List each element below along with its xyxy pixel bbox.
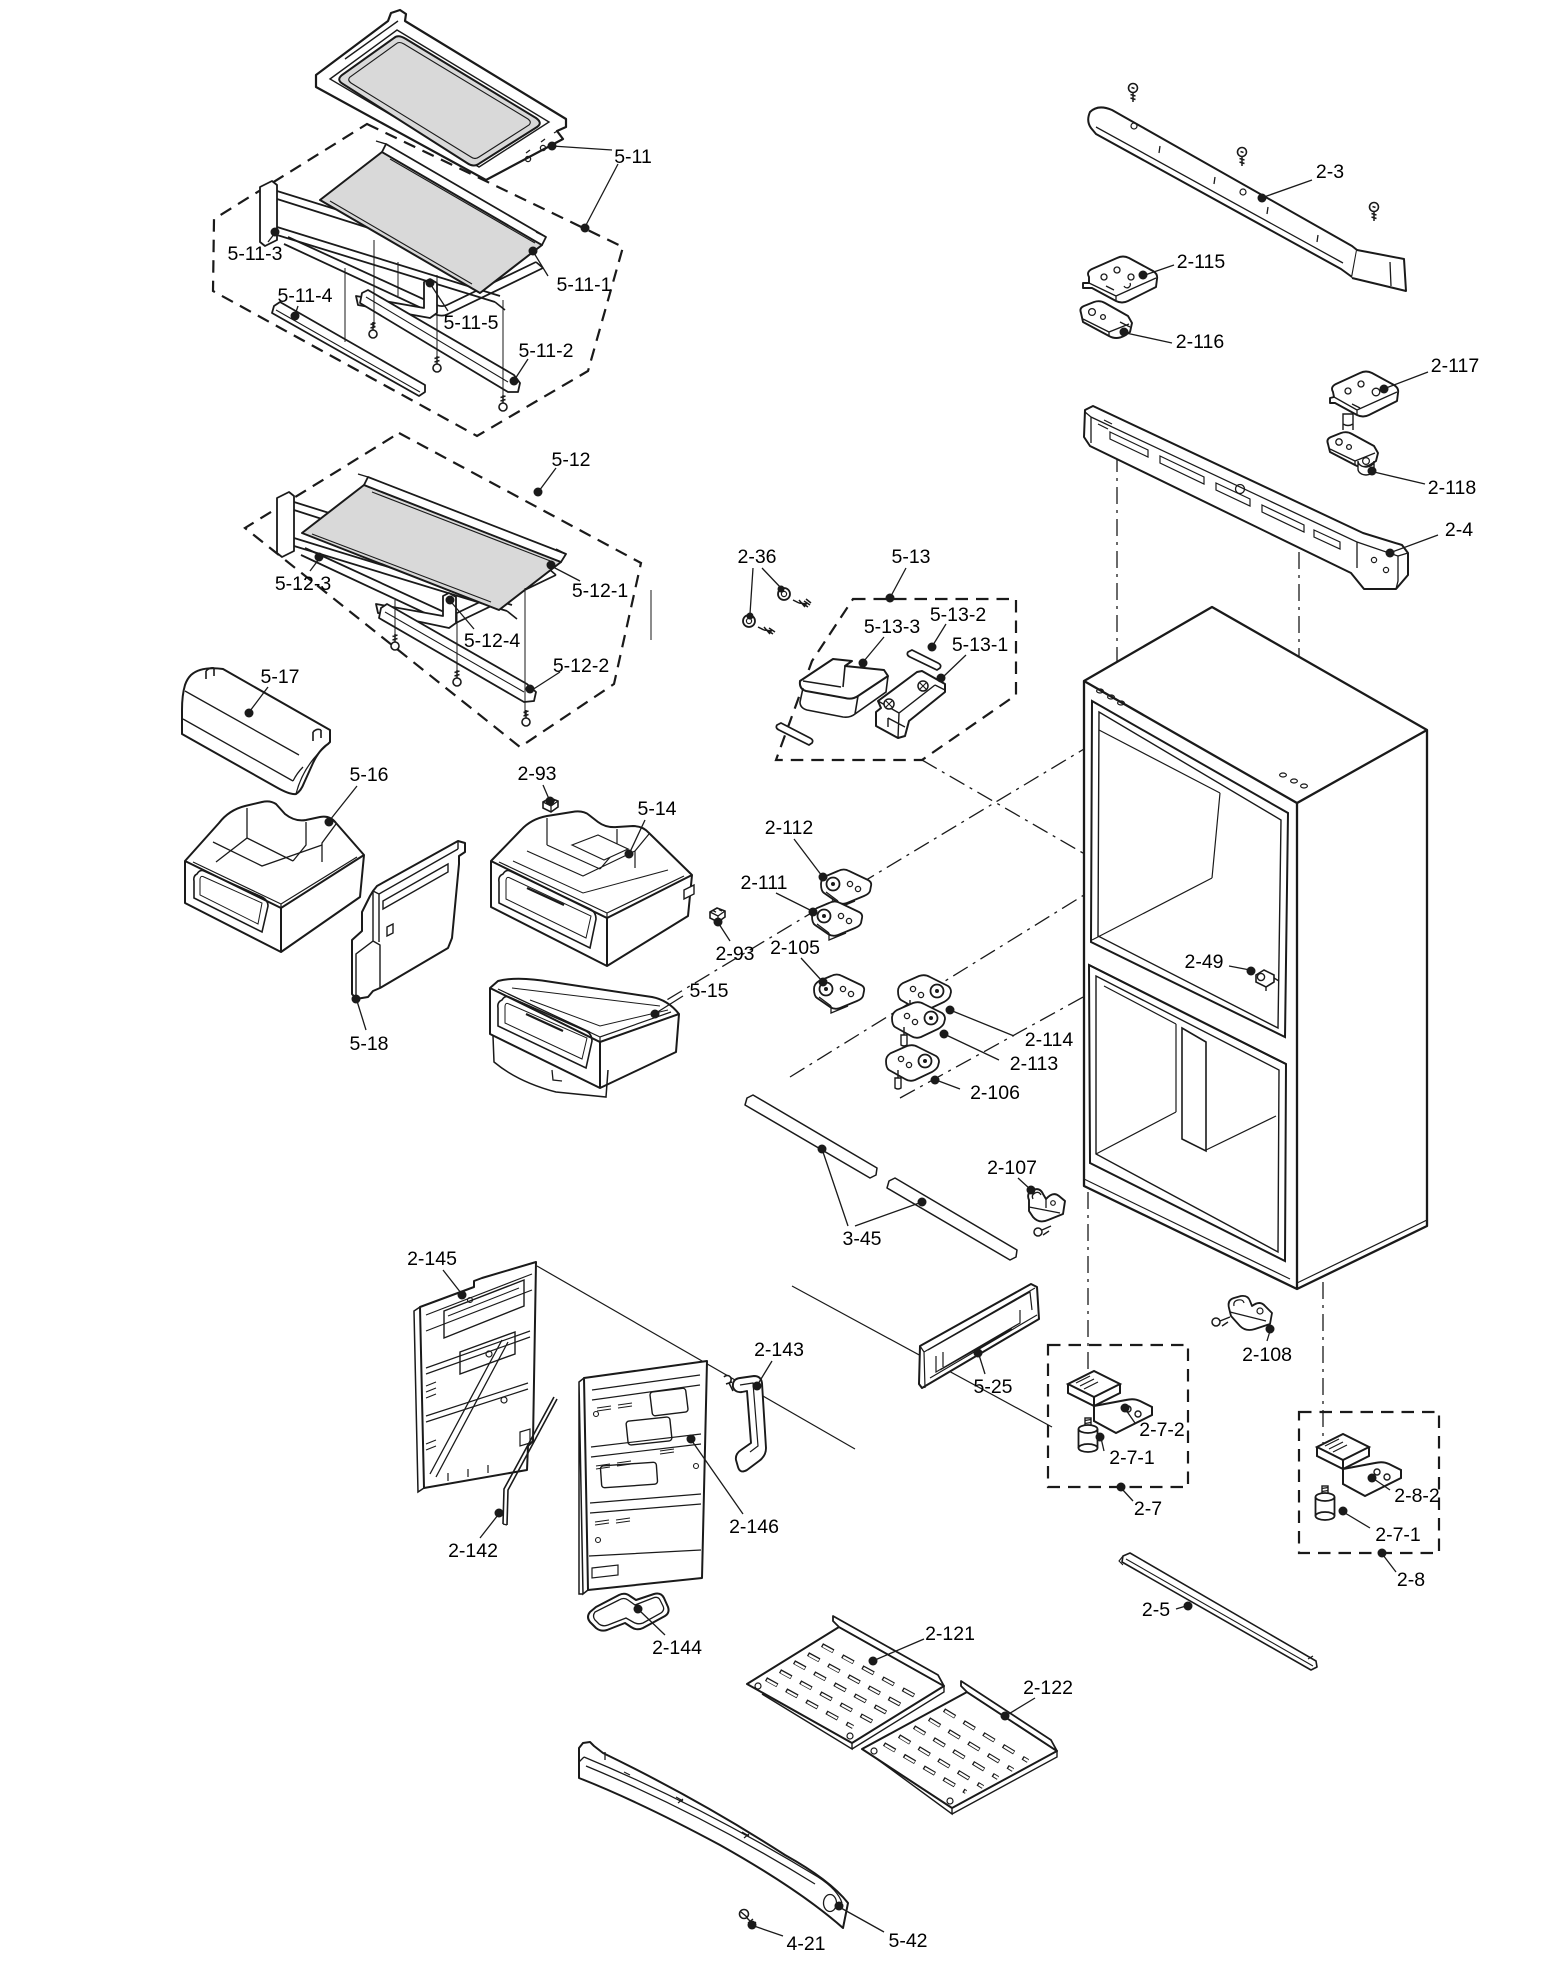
svg-text:5-12-4: 5-12-4 [464, 630, 521, 652]
svg-text:5-12-2: 5-12-2 [553, 655, 609, 677]
svg-text:2-49: 2-49 [1184, 951, 1223, 973]
svg-text:2-5: 2-5 [1142, 1599, 1170, 1621]
svg-text:2-3: 2-3 [1316, 161, 1344, 183]
svg-text:5-13-2: 5-13-2 [930, 604, 986, 626]
svg-text:5-13-3: 5-13-3 [864, 616, 920, 638]
svg-text:5-11-1: 5-11-1 [557, 274, 612, 296]
svg-text:5-15: 5-15 [689, 980, 728, 1002]
svg-text:5-11-4: 5-11-4 [278, 285, 333, 307]
svg-text:2-142: 2-142 [448, 1540, 498, 1562]
svg-text:2-116: 2-116 [1176, 331, 1224, 353]
svg-text:3-45: 3-45 [842, 1228, 881, 1250]
svg-text:5-17: 5-17 [260, 666, 299, 688]
svg-text:5-12-1: 5-12-1 [572, 580, 628, 602]
svg-text:5-14: 5-14 [637, 798, 676, 820]
svg-text:5-25: 5-25 [973, 1376, 1012, 1398]
svg-text:5-13: 5-13 [891, 546, 930, 568]
svg-text:2-113: 2-113 [1010, 1053, 1058, 1075]
svg-text:2-93: 2-93 [517, 763, 556, 785]
svg-text:4-21: 4-21 [786, 1933, 825, 1955]
svg-text:2-144: 2-144 [652, 1637, 702, 1659]
svg-text:5-11-5: 5-11-5 [444, 312, 499, 334]
svg-text:2-7: 2-7 [1134, 1498, 1162, 1520]
svg-text:2-112: 2-112 [765, 817, 813, 839]
svg-text:5-11-3: 5-11-3 [228, 243, 283, 265]
svg-text:2-8: 2-8 [1397, 1569, 1425, 1591]
svg-text:2-4: 2-4 [1445, 519, 1473, 541]
svg-text:5-18: 5-18 [349, 1033, 388, 1055]
svg-text:2-105: 2-105 [770, 937, 820, 959]
svg-text:5-12: 5-12 [551, 449, 590, 471]
svg-text:5-16: 5-16 [349, 764, 388, 786]
svg-text:2-93: 2-93 [715, 943, 754, 965]
svg-text:2-146: 2-146 [729, 1516, 779, 1538]
svg-text:2-8-2: 2-8-2 [1394, 1485, 1440, 1507]
svg-text:2-118: 2-118 [1428, 477, 1476, 499]
svg-text:5-11: 5-11 [614, 146, 652, 168]
svg-text:2-106: 2-106 [970, 1082, 1020, 1104]
svg-text:2-121: 2-121 [925, 1623, 975, 1645]
svg-text:2-122: 2-122 [1023, 1677, 1073, 1699]
svg-text:2-143: 2-143 [754, 1339, 804, 1361]
svg-text:2-7-1: 2-7-1 [1109, 1447, 1155, 1469]
svg-text:5-13-1: 5-13-1 [952, 634, 1008, 656]
svg-text:2-111: 2-111 [741, 872, 788, 894]
svg-text:2-107: 2-107 [987, 1157, 1037, 1179]
svg-text:2-7-2: 2-7-2 [1139, 1419, 1185, 1441]
svg-text:2-36: 2-36 [737, 546, 776, 568]
svg-text:2-114: 2-114 [1025, 1029, 1074, 1051]
svg-text:2-117: 2-117 [1431, 355, 1479, 377]
svg-text:5-11-2: 5-11-2 [519, 340, 574, 362]
svg-text:5-42: 5-42 [888, 1930, 927, 1952]
svg-text:2-108: 2-108 [1242, 1344, 1292, 1366]
svg-text:2-7-1: 2-7-1 [1375, 1524, 1421, 1546]
svg-text:2-115: 2-115 [1177, 251, 1226, 273]
svg-text:2-145: 2-145 [407, 1248, 457, 1270]
svg-text:5-12-3: 5-12-3 [275, 573, 331, 595]
